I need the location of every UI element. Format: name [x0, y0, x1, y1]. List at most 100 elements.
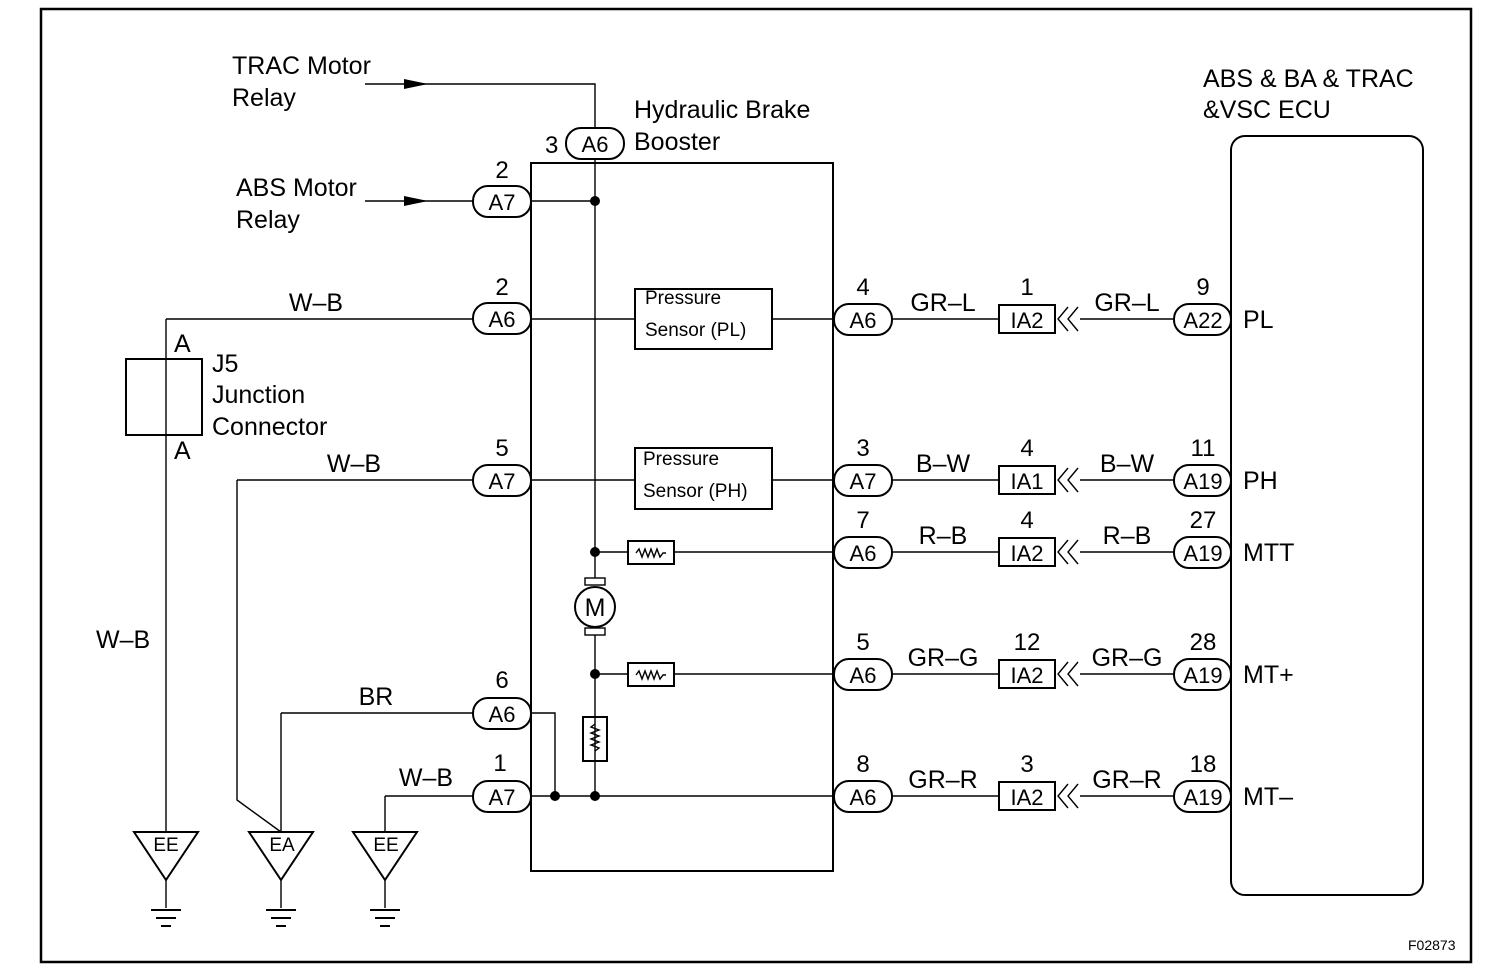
- row-mtminus-booster-pin: 8: [856, 751, 869, 778]
- pl-ground-wire-label: W–B: [289, 289, 343, 317]
- hydraulic-brake-booster-label-2: Booster: [634, 128, 720, 156]
- diagram-frame: [39, 7, 1473, 964]
- abs-motor-relay-label-1: ABS Motor: [236, 174, 357, 202]
- row-mtt-intermediate-connector-label: IA2: [1010, 541, 1043, 566]
- pl-ground-pin-number: 2: [495, 274, 508, 301]
- hydraulic-brake-booster-label-1: Hydraulic Brake: [634, 96, 810, 124]
- row-mtminus-ecu-connector: [1173, 780, 1232, 813]
- ground-ea-label: EA: [269, 835, 295, 856]
- trac-motor-relay-label-2: Relay: [232, 84, 296, 112]
- row-mtminus-intermediate-connector-label: IA2: [1010, 785, 1043, 810]
- row-ph-booster-connector: [833, 464, 893, 497]
- hydraulic-brake-booster-box: [530, 162, 834, 872]
- row-mtminus-wire-1-label: GR–R: [908, 766, 977, 794]
- top-connector-label: A6: [582, 132, 609, 157]
- row-pl-booster-connector: [833, 303, 893, 336]
- ecu-label-2: &VSC ECU: [1203, 96, 1331, 124]
- row-pl-ecu-connector-label: A22: [1183, 308, 1222, 333]
- row-mtplus-intermediate-connector-label: IA2: [1010, 663, 1043, 688]
- row-pl-intermediate-pin: 1: [1020, 274, 1033, 301]
- wb-pin-number: 1: [493, 750, 506, 777]
- row-mtt-ecu-connector: [1173, 536, 1232, 569]
- row-ph-booster-pin: 3: [856, 435, 869, 462]
- ph-ground-wire-label: W–B: [327, 450, 381, 478]
- br-wire-label: BR: [359, 683, 394, 711]
- row-pl-ecu-connector: [1173, 303, 1232, 336]
- row-mtminus-intermediate-connector: [998, 781, 1056, 811]
- row-ph-ecu-connector: [1173, 464, 1232, 497]
- row-ph-ecu-connector-label: A19: [1183, 469, 1222, 494]
- row-mtplus-booster-pin: 5: [856, 629, 869, 656]
- row-mtplus-terminal-label: MT+: [1243, 661, 1294, 689]
- row-mtplus-booster-connector-label: A6: [850, 663, 877, 688]
- row-ph-intermediate-connector-label: IA1: [1010, 469, 1043, 494]
- row-mtt-booster-connector-label: A6: [850, 541, 877, 566]
- row-mtminus-ecu-connector-label: A19: [1183, 785, 1222, 810]
- row-mtt-ecu-connector-label: A19: [1183, 541, 1222, 566]
- row-mtplus-ecu-connector: [1173, 658, 1232, 691]
- row-mtplus-intermediate-pin: 12: [1014, 629, 1041, 656]
- ground-ee-right-label: EE: [373, 835, 398, 856]
- row-ph-intermediate-connector: [998, 465, 1056, 495]
- row-mtplus-booster-connector: [833, 658, 893, 691]
- row-pl-wire-1-label: GR–L: [910, 289, 975, 317]
- abs-motor-relay-label-2: Relay: [236, 206, 300, 234]
- ecu-label-1: ABS & BA & TRAC: [1203, 65, 1414, 93]
- ground-ee-right: EE: [351, 831, 419, 927]
- pressure-sensor-pl-label-2: Sensor (PL): [645, 320, 746, 341]
- ph-ground-pin-number: 5: [495, 435, 508, 462]
- row-pl-intermediate-connector-label: IA2: [1010, 308, 1043, 333]
- trac-motor-relay-label-1: TRAC Motor: [232, 52, 371, 80]
- vertical-ground-wire-label: W–B: [96, 626, 150, 654]
- motor-symbol: [574, 586, 616, 628]
- j5-junction-connector: [125, 358, 203, 436]
- row-mtminus-booster-connector: [833, 780, 893, 813]
- row-mtt-intermediate-pin: 4: [1020, 507, 1033, 534]
- motor-label: M: [585, 594, 606, 622]
- motor-brush-top: [584, 577, 606, 586]
- row-mtplus-ecu-connector-label: A19: [1183, 663, 1222, 688]
- pressure-sensor-ph-label-2: Sensor (PH): [643, 481, 748, 502]
- row-pl-ecu-pin: 9: [1196, 274, 1209, 301]
- pressure-sensor-pl-label-1: Pressure: [645, 288, 721, 309]
- row-pl-booster-pin: 4: [856, 274, 869, 301]
- row-ph-wire-2-label: B–W: [1100, 450, 1155, 478]
- junction-label-3: Connector: [212, 413, 327, 441]
- mtplus-resistor: [627, 662, 675, 687]
- row-mtminus-wire-2-label: GR–R: [1092, 766, 1161, 794]
- row-mtminus-intermediate-pin: 3: [1020, 751, 1033, 778]
- row-mtt-wire-2-label: R–B: [1103, 522, 1152, 550]
- wb-connector-label: A7: [489, 785, 516, 810]
- row-mtt-booster-connector: [833, 536, 893, 569]
- row-pl-terminal-label: PL: [1243, 306, 1274, 334]
- row-mtminus-connector-chevron-icon: [1057, 783, 1079, 809]
- ground-ea: EA: [247, 831, 315, 927]
- br-pin-number: 6: [495, 667, 508, 694]
- vertical-resistor: [582, 716, 608, 762]
- ground-ee-left-label: EE: [153, 835, 178, 856]
- mtt-resistor: [627, 540, 675, 565]
- row-mtplus-connector-chevron-icon: [1057, 661, 1079, 687]
- br-connector-label: A6: [489, 702, 516, 727]
- junction-label-2: Junction: [212, 381, 305, 409]
- row-mtt-wire-1-label: R–B: [919, 522, 968, 550]
- row-ph-terminal-label: PH: [1243, 467, 1278, 495]
- top-pin-number: 3: [545, 132, 558, 159]
- row-ph-booster-connector-label: A7: [850, 469, 877, 494]
- row-pl-wire-2-label: GR–L: [1094, 289, 1159, 317]
- figure-code: F02873: [1408, 937, 1456, 953]
- wb-wire-label: W–B: [399, 764, 453, 792]
- pressure-sensor-ph: [634, 447, 773, 510]
- row-mtplus-ecu-pin: 28: [1190, 629, 1217, 656]
- ph-ground-connector-label: A7: [489, 469, 516, 494]
- abs-connector-label: A7: [489, 190, 516, 215]
- ground-ee-left: EE: [132, 831, 200, 927]
- row-mtt-ecu-pin: 27: [1190, 507, 1217, 534]
- row-mtminus-ecu-pin: 18: [1190, 751, 1217, 778]
- row-pl-booster-connector-label: A6: [850, 308, 877, 333]
- row-mtminus-terminal-label: MT–: [1243, 783, 1293, 811]
- row-mtplus-wire-1-label: GR–G: [908, 644, 979, 672]
- junction-label-1: J5: [212, 350, 238, 378]
